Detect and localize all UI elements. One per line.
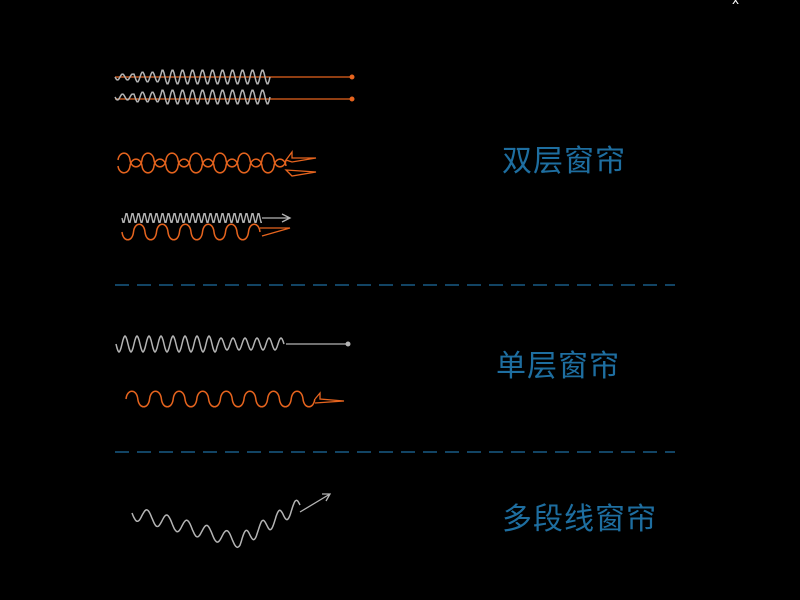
orange-wave-bottom <box>117 158 287 174</box>
single-curtain-orange-icon <box>125 390 345 408</box>
orange-loop-arrow <box>260 227 291 237</box>
track-end-dot-bottom <box>349 96 355 102</box>
single-gray-wave <box>115 334 285 354</box>
gray-wave-bottom <box>114 89 271 105</box>
label-polyline-curtain: 多段线窗帘 <box>502 502 657 537</box>
cursor-icon: x <box>732 0 740 7</box>
gray-wave-top <box>114 69 271 85</box>
polyline-wave <box>131 499 301 549</box>
double-curtain-mixed-icon <box>121 213 292 241</box>
single-gray-end-dot <box>345 341 351 347</box>
orange-loop-wave <box>121 223 261 241</box>
polyline-arrow <box>299 493 332 513</box>
single-orange-wave <box>125 390 316 408</box>
orange-wave-top <box>117 152 287 168</box>
track-end-dot-top <box>349 74 355 80</box>
label-single-layer-curtain: 单层窗帘 <box>496 349 620 384</box>
double-curtain-orange-icon <box>117 150 317 177</box>
gray-dense-wave <box>121 213 262 223</box>
polyline-curtain-icon <box>131 493 332 549</box>
single-curtain-gray-icon <box>115 334 351 354</box>
double-curtain-track-icon <box>114 69 355 105</box>
single-orange-arrow <box>314 391 345 404</box>
orange-arrow-bottom <box>284 169 317 177</box>
orange-arrow-top <box>284 150 317 163</box>
label-double-layer-curtain: 双层窗帘 <box>502 144 626 179</box>
gray-arrow <box>262 213 292 223</box>
